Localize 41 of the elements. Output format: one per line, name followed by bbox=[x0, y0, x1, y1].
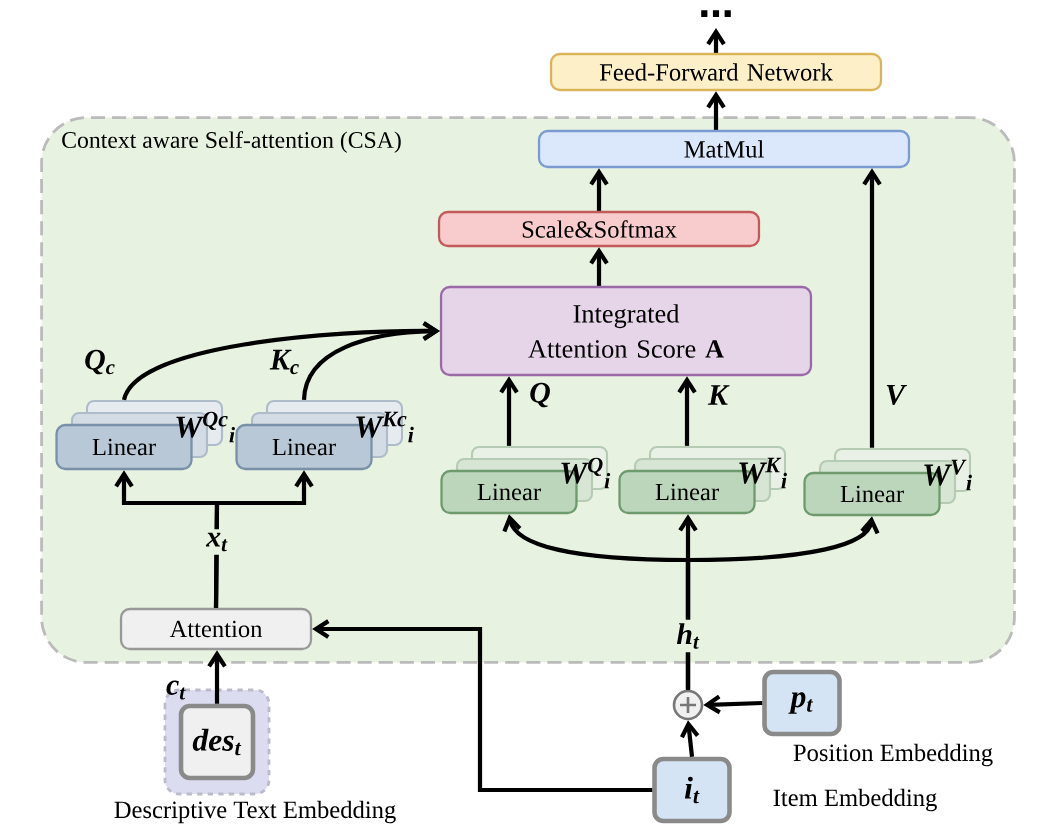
edge-label: K bbox=[707, 385, 730, 405]
edge-label: x$_{t}$ bbox=[202, 529, 232, 555]
weight-label: W$^{K}$i bbox=[739, 457, 787, 489]
arrow bbox=[312, 619, 653, 793]
arrow bbox=[213, 470, 314, 608]
node-label: Item Embedding bbox=[773, 788, 937, 812]
process-box: MatMul bbox=[537, 129, 911, 169]
edge-label: K$_{c}$ bbox=[269, 349, 299, 375]
sum-circle bbox=[672, 689, 704, 721]
embedding-box: p$_{t}$ bbox=[762, 669, 842, 737]
arrow bbox=[862, 168, 882, 448]
arrow bbox=[703, 694, 763, 715]
weight-label: W$^{Qc}$i bbox=[176, 411, 235, 443]
arrow bbox=[706, 27, 726, 53]
edge-label: Q$_{c}$ bbox=[85, 349, 115, 375]
edge-label: Q bbox=[530, 382, 550, 408]
weight-label: W$^{Kc}$i bbox=[356, 411, 414, 443]
arrow bbox=[301, 321, 440, 401]
process-box: Integrated Attention Score A bbox=[439, 285, 813, 377]
arrow bbox=[706, 91, 726, 130]
process-box: Scale&Softmax bbox=[437, 210, 761, 248]
arrow bbox=[685, 516, 880, 690]
arrow bbox=[680, 720, 700, 757]
arrow bbox=[207, 650, 227, 704]
process-box: Attention bbox=[119, 607, 313, 651]
arrow bbox=[589, 168, 609, 211]
edge-label: c$_{t}$ bbox=[166, 680, 186, 700]
process-box: Feed-Forward Network bbox=[549, 52, 883, 92]
weight-label: W$^{V}$i bbox=[924, 459, 972, 491]
embedding-box: i$_{t}$ bbox=[652, 756, 732, 824]
node-label: Position Embedding bbox=[793, 743, 993, 767]
node-label: Descriptive Text Embedding bbox=[114, 800, 396, 824]
ellipsis: ⋯ bbox=[701, 10, 731, 17]
region-heading: Context aware Self-attention (CSA) bbox=[62, 131, 401, 153]
edge-label: V bbox=[886, 385, 907, 405]
arrow bbox=[499, 376, 519, 446]
arrow bbox=[589, 247, 609, 286]
embedding-box: des$_{t}$ bbox=[178, 703, 256, 781]
arrow bbox=[122, 321, 440, 401]
arrow bbox=[677, 376, 697, 446]
weight-label: W$^{Q}$i bbox=[561, 457, 611, 489]
